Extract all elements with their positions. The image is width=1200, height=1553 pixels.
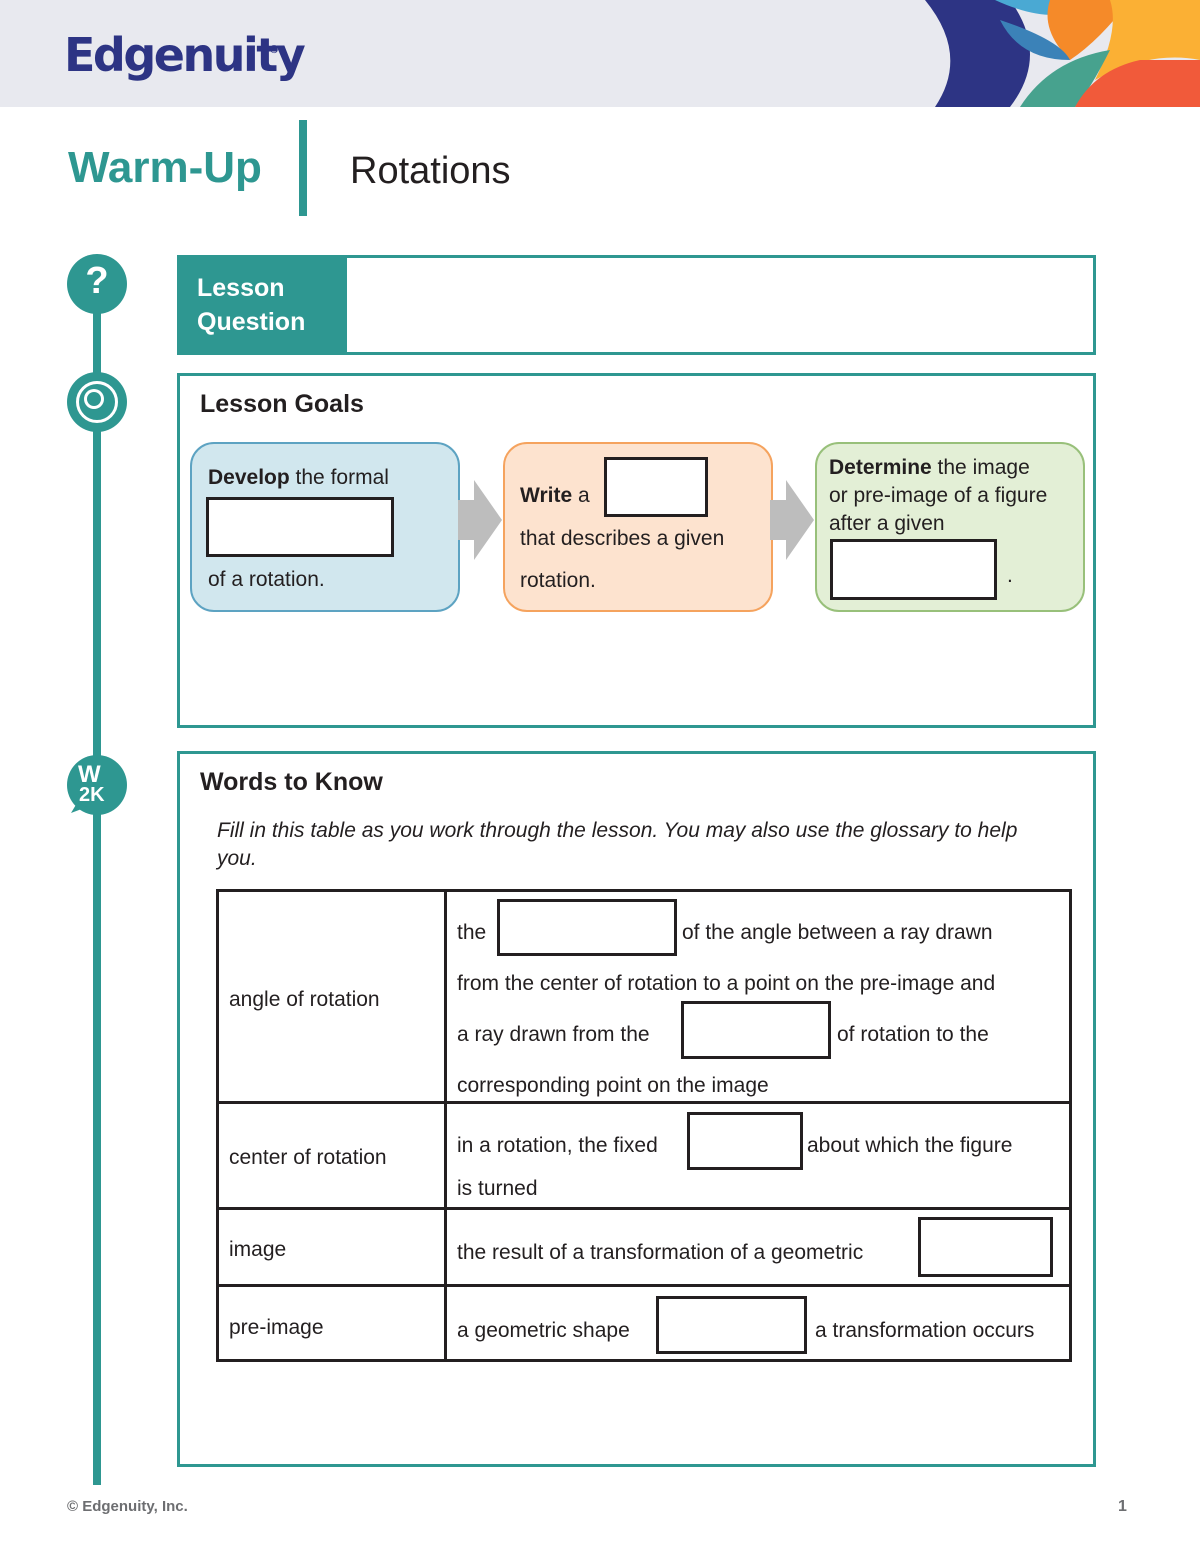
goal1-blank[interactable] bbox=[206, 497, 394, 557]
term-center-of-rotation: center of rotation bbox=[229, 1146, 387, 1169]
registered-mark: ® bbox=[270, 44, 279, 56]
row1-blank-1[interactable] bbox=[497, 899, 677, 956]
row4-blank[interactable] bbox=[656, 1296, 807, 1354]
goal3-blank[interactable] bbox=[830, 539, 997, 600]
goal2-line1: Write a bbox=[520, 484, 590, 507]
target-icon bbox=[67, 372, 127, 432]
words-to-know-instructions: Fill in this table as you work through t… bbox=[217, 819, 1018, 870]
goal2-line3: rotation. bbox=[520, 569, 596, 592]
goal2-blank[interactable] bbox=[604, 457, 708, 517]
term-pre-image: pre-image bbox=[229, 1316, 324, 1339]
row1-text-f: corresponding point on the image bbox=[457, 1074, 769, 1097]
goal1-line1: Develop the formal bbox=[208, 466, 389, 489]
goal-arrow-1 bbox=[458, 480, 502, 560]
goal3-period: . bbox=[1007, 564, 1013, 587]
topic-title: Rotations bbox=[350, 150, 511, 192]
goal2-line2: that describes a given bbox=[520, 527, 725, 550]
goal1-line2: of a rotation. bbox=[208, 568, 325, 591]
row1-blank-2[interactable] bbox=[681, 1001, 831, 1059]
question-icon: ? bbox=[67, 254, 127, 314]
lesson-question-label: Lesson Question bbox=[177, 255, 347, 352]
edgenuity-logo: Edgenuity bbox=[64, 28, 306, 82]
words-to-know-title: Words to Know bbox=[200, 768, 383, 796]
lesson-question-label-text: Lesson Question bbox=[197, 274, 306, 336]
row1-text-d: a ray drawn from the bbox=[457, 1023, 650, 1046]
page-number: 1 bbox=[1118, 1498, 1127, 1515]
words-to-know-box bbox=[177, 751, 1096, 1467]
timeline-bar bbox=[93, 300, 101, 1485]
goal-arrow-2 bbox=[770, 480, 814, 560]
section-title: Warm-Up bbox=[68, 143, 262, 192]
row4-text-a: a geometric shape bbox=[457, 1319, 630, 1342]
row4-text-b: a transformation occurs bbox=[815, 1319, 1035, 1342]
svg-text:2K: 2K bbox=[79, 784, 105, 806]
table-row-divider bbox=[216, 1101, 1072, 1104]
table-row-divider bbox=[216, 1284, 1072, 1287]
table-column-divider bbox=[444, 889, 447, 1362]
goal3-line1: Determine the image bbox=[829, 456, 1030, 479]
row3-text-a: the result of a transformation of a geom… bbox=[457, 1241, 864, 1264]
svg-text:W: W bbox=[78, 761, 101, 788]
row2-text-c: is turned bbox=[457, 1177, 538, 1200]
lesson-question-answer-field[interactable] bbox=[360, 268, 1080, 338]
row2-blank[interactable] bbox=[687, 1112, 803, 1170]
row1-text-b: of the angle between a ray drawn bbox=[682, 921, 993, 944]
term-angle-of-rotation: angle of rotation bbox=[229, 988, 380, 1011]
words-to-know-icon: W 2K bbox=[67, 755, 127, 815]
goal3-line3: after a given bbox=[829, 512, 945, 535]
vocabulary-table bbox=[216, 889, 1072, 1362]
question-mark: ? bbox=[85, 260, 109, 302]
row3-blank[interactable] bbox=[918, 1217, 1053, 1277]
row1-text-e: of rotation to the bbox=[837, 1023, 989, 1046]
page-header: Edgenuity ® bbox=[0, 0, 1200, 107]
lesson-goals-title: Lesson Goals bbox=[200, 390, 364, 418]
goal3-line2: or pre-image of a figure bbox=[829, 484, 1048, 507]
table-row-divider bbox=[216, 1207, 1072, 1210]
footer-copyright: © Edgenuity, Inc. bbox=[67, 1498, 188, 1515]
row2-text-b: about which the figure bbox=[807, 1134, 1013, 1157]
row1-text-a: the bbox=[457, 921, 487, 944]
term-image: image bbox=[229, 1238, 287, 1261]
row1-text-c: from the center of rotation to a point o… bbox=[457, 972, 996, 995]
brand-decoration bbox=[925, 0, 1200, 107]
title-divider bbox=[299, 120, 307, 216]
row2-text-a: in a rotation, the fixed bbox=[457, 1134, 658, 1157]
